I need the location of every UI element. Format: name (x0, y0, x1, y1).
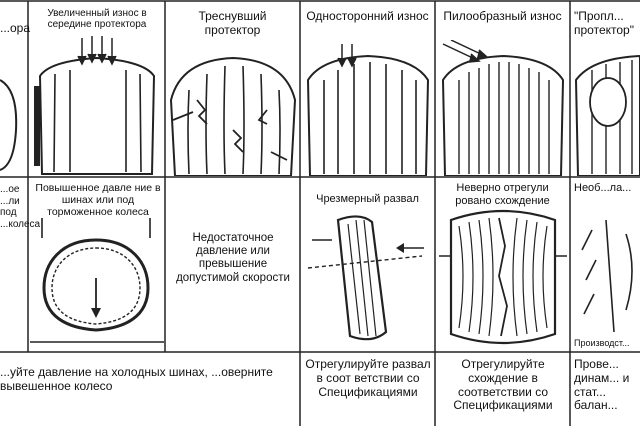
cause-overpressure: Повышенное давле ние в шинах или под тор… (35, 182, 161, 219)
header-center-wear: Увеличенный износ в середине протектора (47, 8, 147, 30)
tire-cracked-tread-illustration (169, 56, 297, 176)
balance-partial-illustration (581, 219, 633, 333)
cause-incorrect-toe: Неверно отрегули ровано схождение (455, 182, 550, 207)
tire-cross-section-illustration (30, 218, 164, 343)
footnote-partial: Производст... (574, 338, 630, 348)
tire-one-sided-wear-illustration (306, 44, 430, 176)
tire-center-wear-illustration (34, 36, 156, 175)
fix-balance-partial: Прове... динам... и стат... балан... (574, 357, 630, 413)
cause-underpressure-overspeed: Недостаточное давление или превышение до… (176, 232, 290, 284)
camber-illustration (307, 215, 424, 341)
header-one-sided-wear: Односторонний износ (306, 9, 429, 23)
fix-pressure-rotate: ...уйте давление на холодных шинах, ...о… (0, 365, 273, 393)
toe-illustration (439, 209, 567, 345)
header-partial-6: "Пропл... протектор" (574, 9, 634, 37)
header-partial-1: ...ора (0, 21, 31, 35)
tire-partial-illustration-6 (574, 54, 640, 176)
tire-sawtooth-wear-illustration (441, 40, 565, 176)
cause-partial-6: Необ...ла... (574, 182, 632, 194)
header-sawtooth-wear: Пилообразный износ (443, 9, 562, 23)
header-cracked-tread: Треснувший протектор (198, 9, 267, 37)
fix-camber: Отрегулируйте развал в соот ветствии со … (305, 357, 431, 399)
fix-toe: Отрегулируйте схождение в соответствии с… (453, 357, 553, 413)
tire-partial-illustration-1 (0, 79, 18, 171)
cause-excessive-camber: Чрезмерный развал (316, 193, 419, 205)
cause-partial-1: ...ое ...ли под ...колеса (0, 184, 41, 230)
